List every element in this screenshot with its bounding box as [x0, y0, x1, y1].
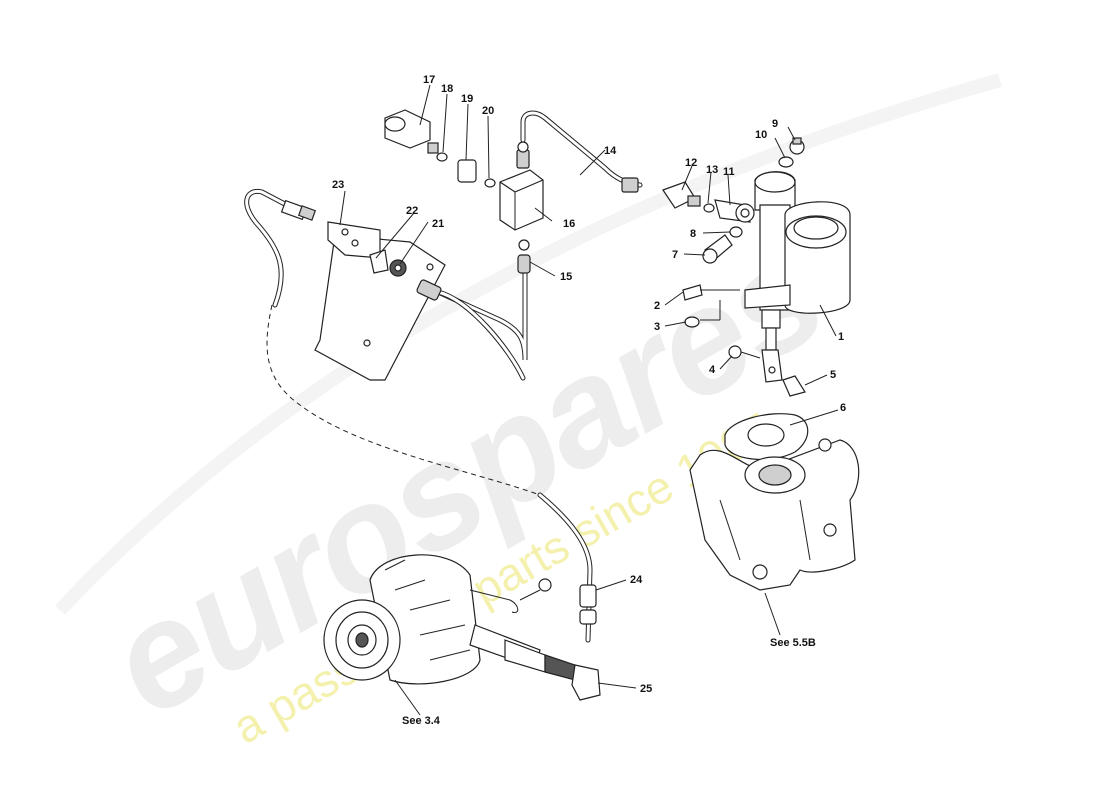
callout-17: 17: [423, 74, 435, 86]
part-11-banjo-union: [714, 199, 755, 223]
callout-15: 15: [560, 271, 572, 283]
callout-4: 4: [709, 364, 716, 376]
callout-7: 7: [672, 249, 678, 261]
part-5-spring-clip: [782, 375, 806, 397]
part-1-master-cylinder: [744, 171, 851, 383]
part-23-hose-fitting: [280, 199, 317, 221]
rigid-pipe: [416, 239, 531, 381]
part-24-flexible-hose: [537, 492, 597, 643]
callout-16: 16: [563, 218, 575, 230]
callout-8: 8: [690, 228, 696, 240]
callout-20: 20: [482, 105, 494, 117]
part-16-junction-block: [499, 141, 544, 231]
part-18-washer: [436, 152, 448, 162]
pedal-box-housing: [689, 438, 860, 591]
callout-25: 25: [640, 683, 652, 695]
callout-labels: 17 18 19 20 14 12 13 11 10 9 23 22 21 16…: [332, 74, 846, 695]
callout-11: 11: [723, 166, 735, 178]
callout-12: 12: [685, 157, 697, 169]
callout-1: 1: [838, 331, 844, 343]
leader-lines: [339, 84, 839, 716]
callout-22: 22: [406, 205, 418, 217]
part-13-washer: [703, 203, 715, 213]
part-22-clip: [369, 249, 389, 274]
part-2-bolt: [682, 284, 740, 301]
callout-10: 10: [755, 129, 767, 141]
callout-14: 14: [604, 145, 617, 157]
part-8-washer: [729, 226, 743, 238]
part-4-clevis-pin: [728, 345, 761, 359]
callout-2: 2: [654, 300, 660, 312]
part-12-union: [662, 181, 701, 209]
callout-9: 9: [772, 118, 778, 130]
callout-5: 5: [830, 369, 836, 381]
ref-slave-cylinder[interactable]: See 3.4: [402, 715, 441, 727]
slave-cylinder-assembly: [323, 554, 601, 701]
callout-21: 21: [432, 218, 444, 230]
callout-6: 6: [840, 402, 846, 414]
part-9-bleed-screw: [789, 137, 805, 155]
callout-23: 23: [332, 179, 344, 191]
part-10-washer: [778, 156, 794, 168]
callout-19: 19: [461, 93, 473, 105]
part-14-pipe: [520, 110, 643, 193]
ref-transmission[interactable]: See 5.5B: [770, 637, 816, 649]
part-21-nut: [389, 259, 407, 277]
left-flexible-hose: [244, 188, 303, 308]
callout-13: 13: [706, 164, 718, 176]
mounting-bracket: [314, 221, 446, 381]
part-17-pressure-switch: [384, 109, 439, 154]
part-20-washer: [484, 178, 496, 188]
hose-route-dashed: [266, 304, 541, 496]
part-7-banjo-bolt: [702, 234, 733, 264]
callout-24: 24: [630, 574, 643, 586]
reference-labels: See 5.5B See 3.4: [402, 637, 816, 727]
part-6-gasket: [724, 413, 809, 461]
callout-3: 3: [654, 321, 660, 333]
part-19-adaptor: [457, 159, 477, 183]
callout-18: 18: [441, 83, 453, 95]
